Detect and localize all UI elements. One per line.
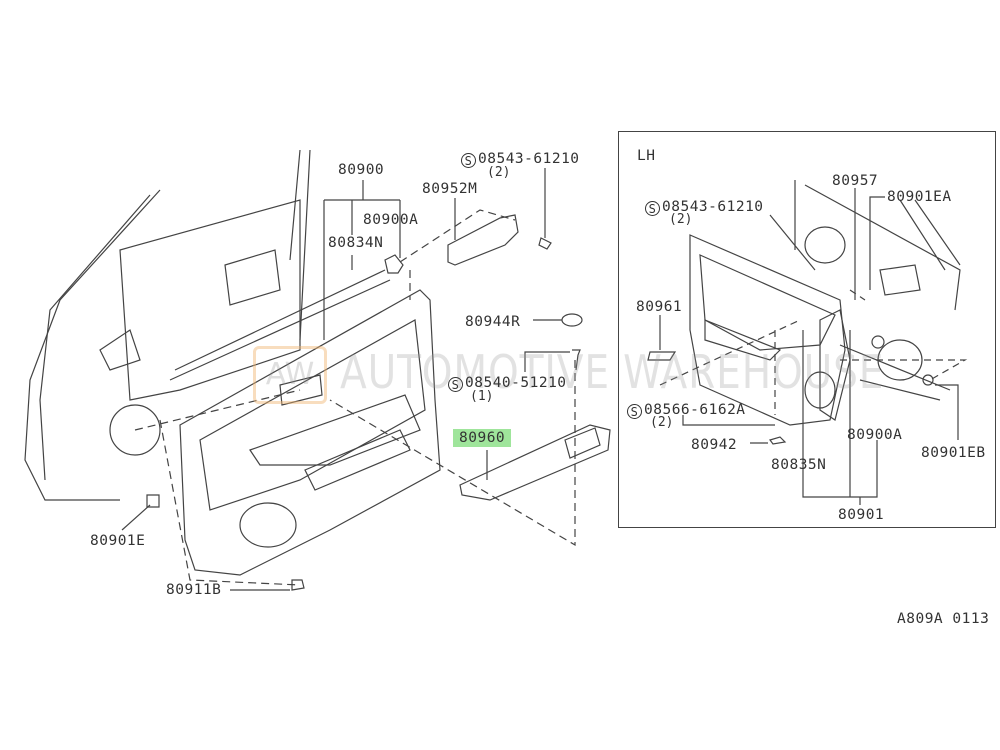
part-label-80944r[interactable]: 80944R — [465, 314, 521, 330]
watermark-text: AUTOMOTIVE WAREHOUSE — [340, 345, 885, 399]
watermark-logo: AW — [253, 346, 327, 404]
lh-part-label-80901eb[interactable]: 80901EB — [921, 445, 986, 461]
part-label-80900a[interactable]: 80900A — [363, 212, 419, 228]
part-label-80960-highlighted[interactable]: 80960 — [453, 429, 512, 447]
lh-part-label-80957[interactable]: 80957 — [832, 173, 879, 189]
lh-inset-box — [618, 131, 996, 528]
part-label-80900[interactable]: 80900 — [338, 162, 385, 178]
lh-part-label-80901[interactable]: 80901 — [838, 507, 885, 523]
lh-part-label-80900a[interactable]: 80900A — [847, 427, 903, 443]
quantity-label: (2) — [650, 415, 674, 430]
dashed-lines — [134, 209, 576, 586]
trim-panel-drawing — [179, 289, 441, 576]
lh-leader-lines — [659, 188, 959, 505]
diagram-code: A809A 0113 — [897, 611, 990, 627]
part-label-80952m[interactable]: 80952M — [422, 181, 478, 197]
lh-dashed-lines — [659, 289, 968, 415]
leader-lines — [121, 168, 570, 591]
standard-part-icon: S — [461, 153, 476, 168]
standard-part-icon: S — [448, 377, 463, 392]
door-shell-drawing — [24, 149, 391, 501]
quantity-label: (1) — [470, 389, 494, 404]
part-label-80834n[interactable]: 80834N — [328, 235, 384, 251]
lh-part-label-80901ea[interactable]: 80901EA — [887, 189, 952, 205]
lh-door-drawing — [647, 180, 961, 445]
lh-title: LH — [637, 148, 656, 164]
quantity-label: (2) — [669, 212, 693, 227]
lh-part-label-80835n[interactable]: 80835N — [771, 457, 827, 473]
standard-part-icon: S — [645, 201, 660, 216]
part-label-80911b[interactable]: 80911B — [166, 582, 222, 598]
lh-part-label-80961[interactable]: 80961 — [636, 299, 683, 315]
quantity-label: (2) — [487, 165, 511, 180]
standard-part-icon: S — [627, 404, 642, 419]
lh-part-label-80942[interactable]: 80942 — [691, 437, 738, 453]
part-shapes — [146, 214, 611, 591]
part-label-80901e[interactable]: 80901E — [90, 533, 146, 549]
